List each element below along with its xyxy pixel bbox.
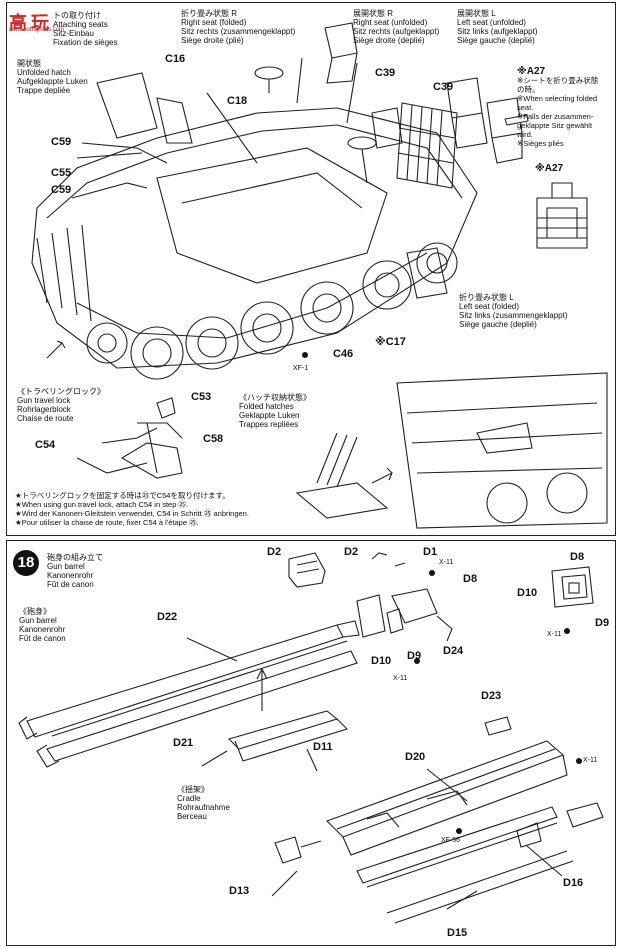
- barrel-section-caption: 《砲身》 Gun barrel Kanonenrohr Fût de canon: [19, 607, 66, 643]
- folded-hatches-caption: 《ハッチ収納状態》 Folded hatches Geklappte Luken…: [239, 393, 311, 429]
- part-c17: ※C17: [375, 336, 406, 348]
- part-c55: C55: [51, 167, 72, 179]
- part-d2-a: D2: [267, 546, 282, 558]
- part-c18: C18: [227, 95, 248, 107]
- part-d15: D15: [447, 927, 468, 939]
- part-d24: D24: [443, 645, 464, 657]
- right-seat-folded-caption: 折り畳み状態 R Right seat (folded) Sitz rechts…: [181, 9, 296, 45]
- travel-lock-footnotes: ★トラベリングロックを固定する時は㉕でC54を取り付けます。 ★When usi…: [15, 491, 249, 527]
- step-17-panel: 高 玩 www.hobbyfans.com トの取り付け Attaching s…: [6, 2, 616, 536]
- part-d1: D1: [423, 546, 438, 558]
- cradle-section-caption: 《揺架》 Cradle Rohraufnahme Berceau: [177, 785, 230, 821]
- step-18-illustration: [18, 552, 604, 924]
- paint-xf1: XF-1: [293, 365, 309, 372]
- part-d8-b: D8: [570, 551, 585, 563]
- part-d23: D23: [481, 690, 502, 702]
- part-d10-a: D10: [371, 655, 392, 667]
- step-18-panel: 18 砲身の組み立て Gun barrel Kanonenrohr Fût de…: [6, 540, 616, 946]
- watermark-site: www.hobbyfans.com: [9, 27, 65, 33]
- left-seat-folded-caption: 折り畳み状態 L Left seat (folded) Sitz links (…: [459, 293, 568, 329]
- watermark-logo: 高 玩 www.hobbyfans.com: [9, 9, 79, 33]
- part-d11: D11: [313, 741, 333, 753]
- watermark-char-2: 玩: [31, 13, 49, 33]
- part-c58: C58: [203, 433, 224, 445]
- part-d13: D13: [229, 885, 250, 897]
- paint-x11-a: X-11: [439, 559, 454, 566]
- paint-x11-b: X-11: [393, 675, 408, 682]
- travel-lock-caption: 《トラベリングロック》 Gun travel lock Rohrlagerblo…: [17, 387, 105, 423]
- part-c59-a: C59: [51, 136, 72, 148]
- paint-x11-d: X-11: [583, 757, 598, 764]
- step-18-title: 砲身の組み立て Gun barrel Kanonenrohr Fût de ca…: [47, 553, 103, 589]
- part-c16: C16: [165, 53, 186, 65]
- part-d20: D20: [405, 751, 426, 763]
- right-seat-unfolded-caption: 展開状態 R Right seat (unfolded) Sitz rechts…: [353, 9, 440, 45]
- part-c59-b: C59: [51, 184, 72, 196]
- part-d9-b: D9: [595, 617, 610, 629]
- part-d2-b: D2: [344, 546, 359, 558]
- part-d9-a: D9: [407, 650, 422, 662]
- hatch-unfolded-caption: 開状態 Unfolded hatch Aufgeklappte Luken Tr…: [17, 59, 88, 95]
- part-d16: D16: [563, 877, 584, 889]
- part-c46: C46: [333, 348, 354, 360]
- paint-x11-c: X-11: [547, 631, 562, 638]
- part-c54: C54: [35, 439, 56, 451]
- step-17-illustration: [31, 22, 608, 529]
- a27-detail-label: ※A27: [535, 163, 564, 174]
- paint-xf56: XF-56: [441, 837, 461, 844]
- part-d10-b: D10: [517, 587, 538, 599]
- part-d8-a: D8: [463, 573, 478, 585]
- part-c39-b: C39: [433, 81, 454, 93]
- watermark-char-1: 高: [9, 13, 27, 33]
- left-seat-unfolded-caption: 展開状態 L Left seat (unfolded) Sitz links (…: [457, 9, 538, 45]
- step-18-number-badge: 18: [13, 550, 39, 576]
- part-d21: D21: [173, 737, 194, 749]
- step-17-title: トの取り付け Attaching seats Sitz-Einbau Fixat…: [53, 11, 118, 47]
- a27-note: ※A27 ※シートを折り畳み状態 の時。 ※When selecting fol…: [517, 66, 599, 149]
- part-c53: C53: [191, 391, 212, 403]
- part-d22: D22: [157, 611, 178, 623]
- part-c39-a: C39: [375, 67, 396, 79]
- xf1-paint-dot: [302, 352, 308, 358]
